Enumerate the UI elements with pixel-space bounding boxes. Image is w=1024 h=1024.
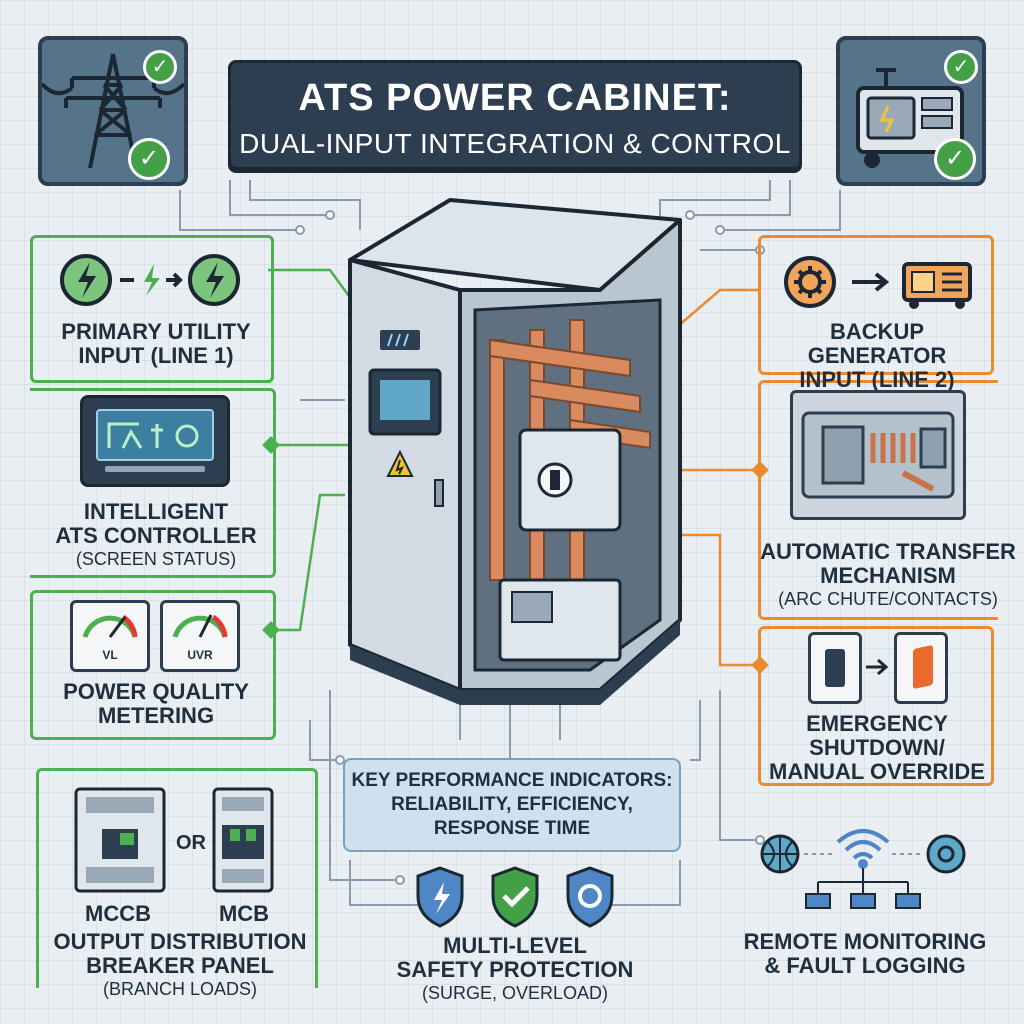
breaker-bracket <box>36 768 318 988</box>
controller-screen-icon <box>96 409 214 472</box>
metering-bracket <box>30 590 276 740</box>
title-banner: ATS POWER CABINET: DUAL-INPUT INTEGRATIO… <box>228 60 802 170</box>
safety-shields <box>416 866 614 928</box>
or-text: OR <box>176 832 206 854</box>
wifi-icon <box>836 829 890 869</box>
gauge-icon <box>172 614 228 638</box>
transfer-mechanism-label: AUTOMATIC TRANSFER MECHANISM (ARC CHUTE/… <box>760 539 1016 610</box>
controller-label: INTELLIGENT ATS CONTROLLER (SCREEN STATU… <box>55 499 257 570</box>
mccb-label: MCCB <box>85 901 151 926</box>
check-icon: ✓ <box>128 138 170 180</box>
mcb-breaker-icon <box>212 787 274 893</box>
shield-icon <box>491 866 539 928</box>
globe-icon <box>760 834 800 874</box>
transfer-bracket <box>758 380 998 620</box>
shield-icon <box>566 866 614 928</box>
gauge-vl: VL <box>70 600 150 672</box>
mccb-breaker-icon <box>74 787 166 893</box>
primary-utility-label: PRIMARY UTILITY INPUT (LINE 1) <box>61 319 251 368</box>
transmission-tower-icon <box>40 53 186 169</box>
ats-cabinet-illustration <box>348 198 682 705</box>
switch-off <box>808 632 862 704</box>
remote-monitoring-label: REMOTE MONITORING & FAULT LOGGING <box>743 929 987 978</box>
gauge-icon <box>82 614 138 638</box>
emergency-label: EMERGENCY SHUTDOWN/ MANUAL OVERRIDE <box>769 711 985 784</box>
primary-lightning-icons <box>60 254 240 306</box>
check-icon: ✓ <box>143 50 177 84</box>
transfer-mechanism-device <box>790 390 966 520</box>
emergency-bracket <box>758 626 994 786</box>
check-icon: ✓ <box>934 138 976 180</box>
safety-label: MULTI-LEVEL SAFETY PROTECTION (SURGE, OV… <box>396 933 634 1004</box>
warning-icon <box>386 449 414 477</box>
mcb-label: MCB <box>218 901 270 926</box>
generator-icon <box>856 68 964 168</box>
gear-icon <box>794 266 826 298</box>
backup-icons <box>784 256 972 309</box>
check-icon: ✓ <box>944 50 978 84</box>
breaker-panel-label: OUTPUT DISTRIBUTION BREAKER PANEL (BRANC… <box>53 929 307 1000</box>
switch-on <box>894 632 948 704</box>
controller-bracket <box>30 388 276 578</box>
kpi-box: KEY PERFORMANCE INDICATORS: RELIABILITY,… <box>343 758 681 852</box>
backup-bracket <box>758 235 994 375</box>
controller-device <box>80 395 230 487</box>
gauge-uvr: UVR <box>160 600 240 672</box>
gear-icon <box>926 834 966 874</box>
backup-generator-label: BACKUP GENERATOR INPUT (LINE 2) <box>799 319 955 392</box>
title-subtitle: DUAL-INPUT INTEGRATION & CONTROL <box>239 128 791 159</box>
coil-contacts-icon <box>801 411 955 499</box>
arrow-right-icon <box>866 658 889 676</box>
remote-network-diagram <box>760 829 966 909</box>
primary-bracket <box>30 235 270 383</box>
shield-icon <box>416 866 464 928</box>
title-main: ATS POWER CABINET: <box>298 77 732 119</box>
metering-label: POWER QUALITY METERING <box>63 679 249 728</box>
